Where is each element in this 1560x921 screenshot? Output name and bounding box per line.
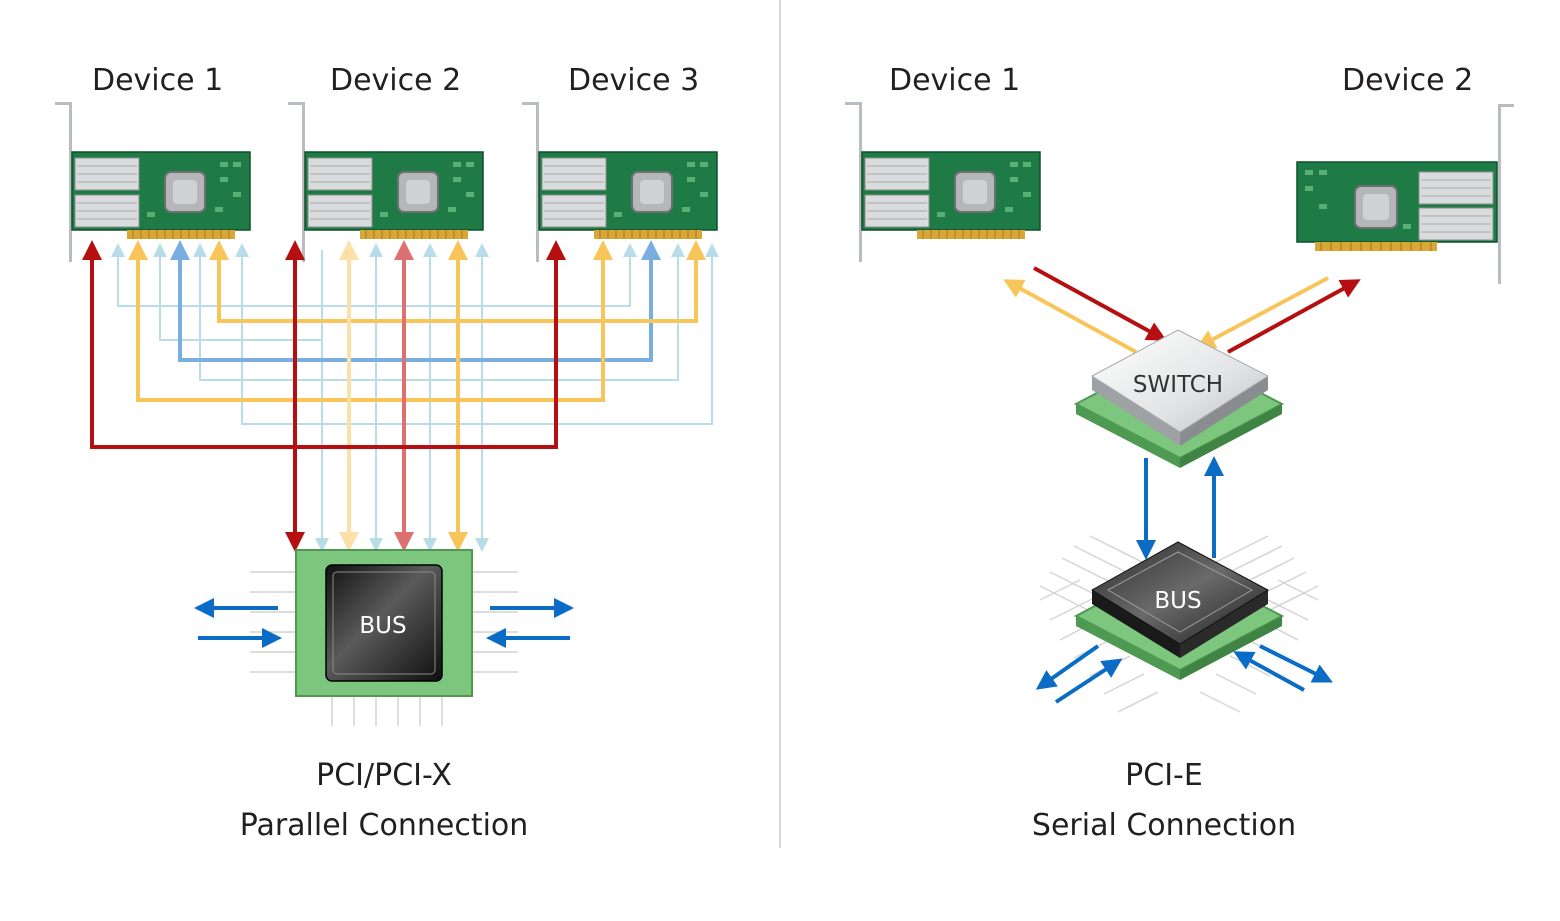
serial-bus-io-arrows [1035, 644, 1333, 704]
parallel-panel: Device 1 Device 2 Device 3 [54, 63, 719, 843]
light-blue-signal-lines [111, 243, 719, 552]
serial-device-1-label: Device 1 [889, 63, 1020, 98]
serial-switch-links [1003, 266, 1361, 354]
parallel-device-1-label: Device 1 [92, 63, 223, 98]
serial-caption-subtitle: Serial Connection [1032, 808, 1296, 843]
serial-device-2-label: Device 2 [1342, 63, 1473, 98]
parallel-device-3-card [521, 101, 718, 263]
switch-label: SWITCH [1133, 372, 1223, 398]
parallel-bus-io-arrows [194, 598, 574, 648]
parallel-caption-title: PCI/PCI-X [316, 758, 452, 793]
parallel-bus-chip: BUS [250, 549, 518, 726]
switch-chip: SWITCH [1073, 329, 1285, 468]
serial-panel: Device 1 Device 2 SWITCH [844, 63, 1515, 843]
parallel-device-3-label: Device 3 [568, 63, 699, 98]
serial-bus-chip: BUS [1039, 535, 1319, 713]
serial-caption-title: PCI-E [1125, 758, 1203, 793]
serial-device-2-card [1296, 103, 1515, 285]
serial-device-1-card [844, 101, 1041, 263]
parallel-device-2-card [287, 101, 484, 263]
blue-signal-line [170, 240, 661, 362]
red-signal-lines [82, 240, 566, 552]
parallel-device-2-label: Device 2 [330, 63, 461, 98]
serial-bus-links [1136, 456, 1224, 560]
yellow-signal-lines [128, 240, 706, 552]
parallel-bus-label: BUS [359, 613, 406, 639]
parallel-device-1-card [54, 101, 251, 263]
parallel-caption-subtitle: Parallel Connection [240, 808, 529, 843]
serial-bus-label: BUS [1154, 588, 1201, 614]
